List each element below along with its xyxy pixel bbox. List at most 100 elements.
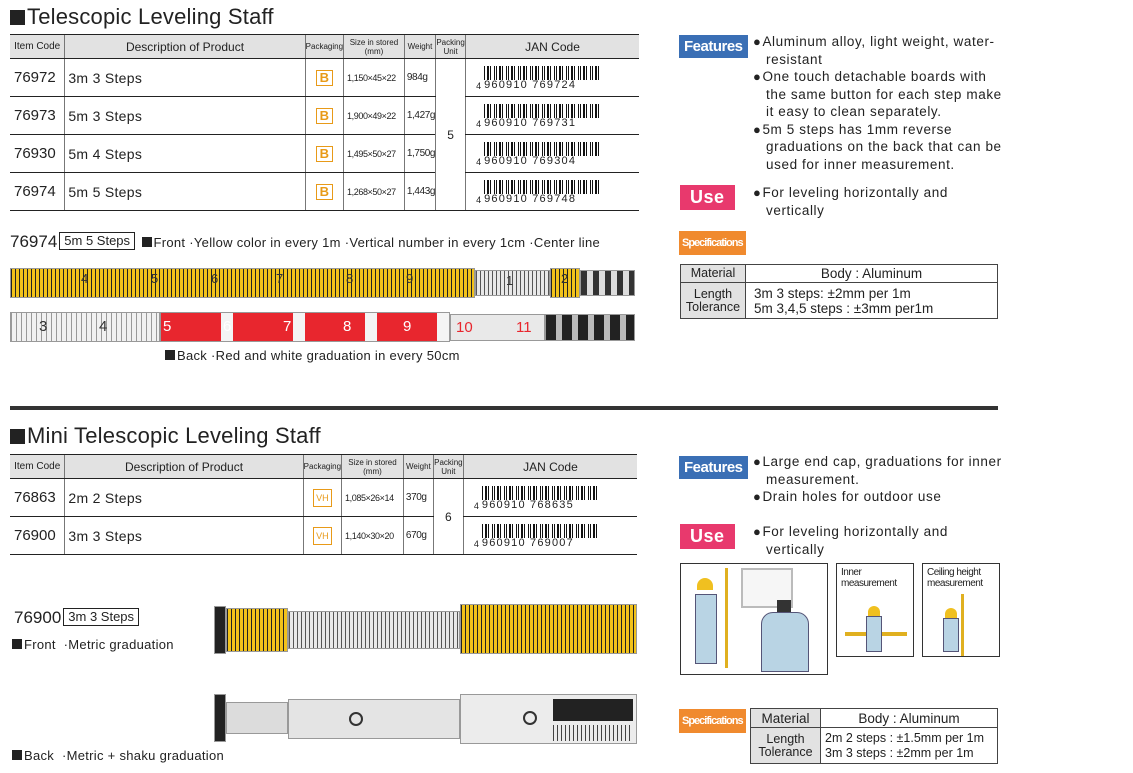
section-title: Mini Telescopic Leveling Staff bbox=[10, 423, 321, 449]
spec-table: Material Body : Aluminum Length Toleranc… bbox=[750, 708, 998, 764]
features-label: Features bbox=[679, 35, 748, 58]
feature-item: Aluminum alloy, light weight, water-resi… bbox=[753, 33, 1003, 68]
square-bullet-icon bbox=[12, 639, 22, 649]
size: 1,495×50×27 bbox=[343, 134, 405, 173]
packaging-vh-icon: VH bbox=[313, 489, 332, 507]
packaging-vh-icon: VH bbox=[313, 527, 332, 545]
use-label: Use bbox=[680, 185, 735, 210]
product-code: 76900 bbox=[14, 608, 62, 627]
feature-item: One touch detachable boards with the sam… bbox=[753, 68, 1003, 121]
barcode-bars-icon bbox=[481, 485, 600, 500]
description: 3m 3 Steps bbox=[64, 58, 306, 97]
spec-value: Body : Aluminum bbox=[745, 264, 998, 283]
use-item: For leveling horizontally and vertically bbox=[753, 184, 1003, 219]
header-description: Description of Product bbox=[64, 34, 306, 59]
header-item-code: Item Code bbox=[10, 34, 65, 59]
steps-badge: 5m 5 Steps bbox=[59, 232, 136, 250]
features-list: Aluminum alloy, light weight, water-resi… bbox=[753, 33, 1003, 173]
header-packing-unit: Packing Unit bbox=[432, 454, 464, 479]
packaging-b-icon: B bbox=[315, 70, 334, 86]
header-packing-unit: Packing Unit bbox=[435, 34, 466, 59]
item-code: 76973 bbox=[10, 96, 65, 135]
header-jan: JAN Code bbox=[465, 34, 639, 59]
header-size: Size in stored (mm) bbox=[343, 34, 405, 59]
square-bullet-icon bbox=[141, 237, 152, 247]
item-code: 76930 bbox=[10, 134, 65, 173]
weight: 1,750g bbox=[403, 134, 436, 173]
staff-front-section: 1 bbox=[475, 270, 550, 296]
barcode-bars-icon bbox=[481, 523, 600, 538]
description: 3m 3 Steps bbox=[64, 516, 304, 555]
specifications-label: Specifications bbox=[679, 231, 746, 255]
description: 5m 3 Steps bbox=[64, 96, 306, 135]
item-code: 76974 bbox=[10, 172, 65, 211]
staff-back-section: 10 11 bbox=[450, 314, 545, 341]
inner-measurement-illustration: Inner measurement bbox=[836, 563, 914, 657]
barcode-bars-icon bbox=[484, 179, 603, 194]
features-label: Features bbox=[679, 456, 748, 479]
packing-unit: 5 bbox=[435, 58, 466, 211]
use-list: For leveling horizontally and vertically bbox=[753, 184, 1003, 219]
staff-back-section: 5 6 7 8 9 bbox=[160, 312, 450, 342]
square-bullet-icon bbox=[10, 429, 25, 444]
staff-front-end bbox=[580, 270, 635, 296]
description: 5m 4 Steps bbox=[64, 134, 306, 173]
mini-staff-front-image bbox=[226, 608, 288, 652]
size: 1,150×45×22 bbox=[343, 58, 405, 97]
mini-staff-front-section bbox=[288, 611, 460, 649]
size: 1,268×50×27 bbox=[343, 172, 405, 211]
drain-hole-icon bbox=[349, 712, 363, 726]
feature-item: 5m 5 steps has 1mm reverse graduations o… bbox=[753, 121, 1003, 174]
table-header: Item Code Description of Product Packagi… bbox=[10, 34, 639, 59]
header-weight: Weight bbox=[402, 454, 434, 479]
size: 1,085×26×14 bbox=[341, 478, 404, 517]
size: 1,140×30×20 bbox=[341, 516, 404, 555]
ceiling-height-illustration: Ceiling height measurement bbox=[922, 563, 1000, 657]
packaging-b-icon: B bbox=[315, 108, 334, 124]
item-code: 76863 bbox=[10, 478, 65, 517]
features-list: Large end cap, graduations for inner mea… bbox=[753, 453, 1003, 506]
item-code: 76900 bbox=[10, 516, 65, 555]
mini-staff-back-section bbox=[288, 699, 460, 739]
square-bullet-icon bbox=[12, 750, 22, 760]
product-table: Item Code Description of Product Packagi… bbox=[10, 34, 639, 211]
weight: 370g bbox=[402, 478, 434, 517]
weight: 670g bbox=[402, 516, 434, 555]
header-jan: JAN Code bbox=[462, 454, 637, 479]
spec-table: Material Body : Aluminum Length Toleranc… bbox=[680, 264, 998, 319]
mini-staff-back-cap bbox=[214, 694, 226, 742]
staff-back-end bbox=[545, 314, 635, 341]
use-label: Use bbox=[680, 524, 735, 549]
product-table: Item Code Description of Product Packagi… bbox=[10, 454, 637, 555]
mini-staff-front-cap bbox=[214, 606, 226, 654]
spec-value: 5m 3,4,5 steps : ±3mm per1m bbox=[754, 300, 934, 316]
packing-unit: 6 bbox=[432, 478, 464, 555]
table-row: 76863 2m 2 Steps VH 1,085×26×14 370g 6 4… bbox=[10, 478, 637, 555]
use-list: For leveling horizontally and vertically bbox=[753, 523, 1003, 558]
description: 2m 2 Steps bbox=[64, 478, 304, 517]
feature-item: Drain holes for outdoor use bbox=[753, 488, 1003, 506]
header-size: Size in stored (mm) bbox=[341, 454, 404, 479]
spec-key: Material bbox=[750, 708, 821, 728]
front-caption: Front ·Metric graduation bbox=[12, 637, 174, 652]
spec-value: 2m 2 steps : ±1.5mm per 1m bbox=[825, 730, 984, 745]
steps-badge: 3m 3 Steps bbox=[63, 608, 140, 626]
mini-staff-front-section bbox=[460, 604, 637, 654]
back-caption: Back ·Metric + shaku graduation bbox=[12, 748, 224, 763]
feature-item: Large end cap, graduations for inner mea… bbox=[753, 453, 1003, 488]
square-bullet-icon bbox=[10, 10, 25, 25]
use-item: For leveling horizontally and vertically bbox=[753, 523, 1003, 558]
header-description: Description of Product bbox=[64, 454, 304, 479]
